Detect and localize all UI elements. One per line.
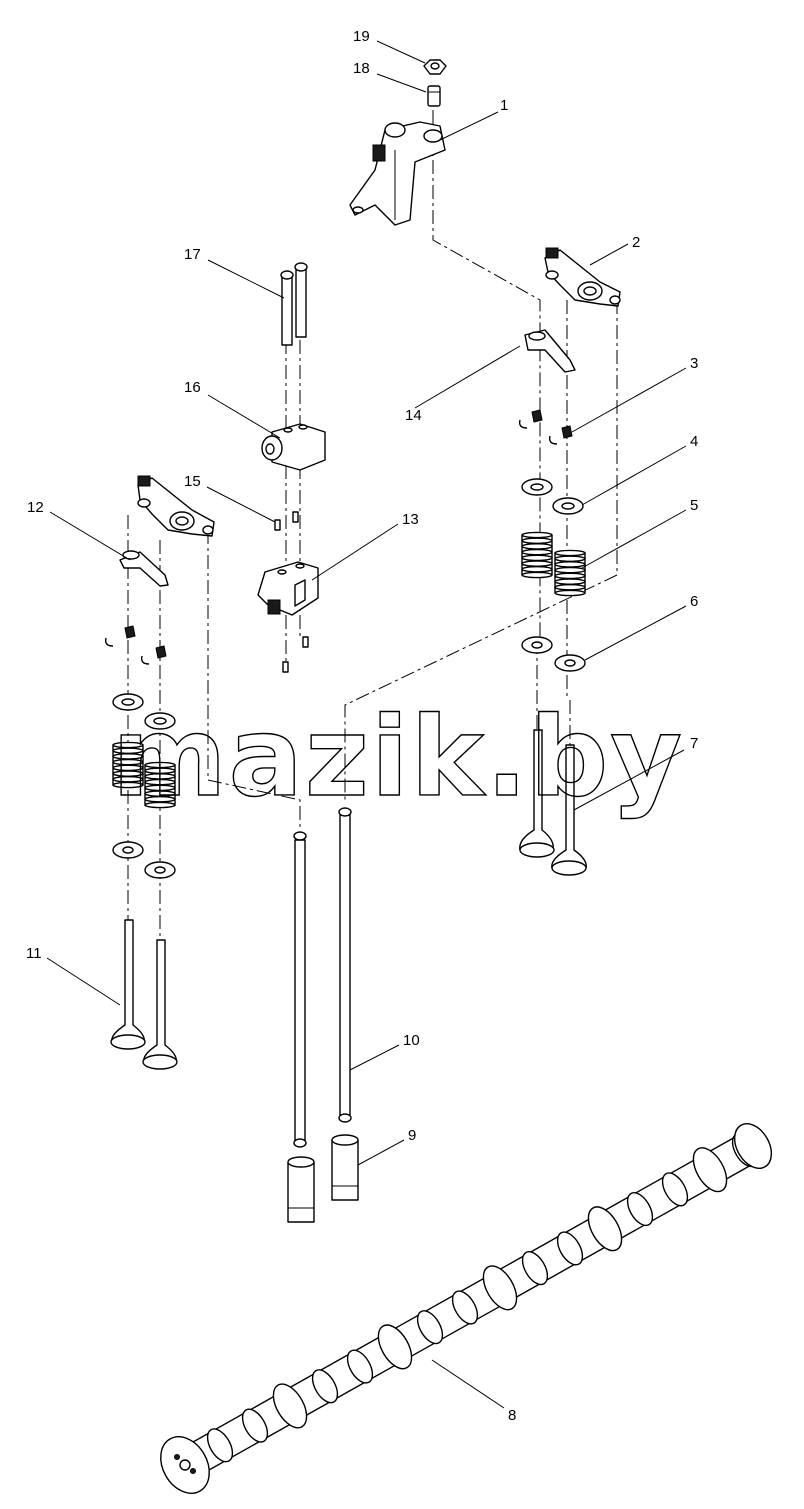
callout-13: 13 [402, 511, 419, 528]
watermark: mazik.by [112, 693, 684, 821]
part-9-tappets [287, 1134, 359, 1223]
camshaft-lobe [556, 1231, 584, 1266]
callout-12: 12 [27, 499, 44, 516]
part-17-bolts [280, 262, 308, 346]
callout-leaders [46, 40, 687, 1409]
callout-labels: 19 18 1 2 3 4 5 6 7 8 9 10 11 12 13 14 1… [26, 28, 698, 1424]
part-19-nut [423, 59, 447, 75]
callout-8: 8 [508, 1407, 516, 1424]
part-18-stud [427, 85, 441, 107]
callout-4: 4 [690, 433, 698, 450]
camshaft-lobe [311, 1369, 339, 1404]
camshaft-lobe [241, 1408, 269, 1443]
part-10-push-rods [293, 807, 352, 1148]
spring-coil-b [554, 549, 586, 597]
camshaft-journal [587, 1206, 623, 1252]
spring-coil-d [144, 761, 176, 809]
part-5-valve-spring-left [112, 741, 176, 809]
callout-14: 14 [405, 407, 422, 424]
callout-5: 5 [690, 497, 698, 514]
part-3-valve-keepers [518, 409, 573, 445]
callout-9: 9 [408, 1127, 416, 1144]
camshaft-lobe [451, 1290, 479, 1325]
part-1-bracket [349, 121, 446, 226]
part-2-rocker-arm [544, 247, 621, 307]
part-6-spring-washer-left [112, 841, 176, 879]
camshaft-lobe [661, 1172, 689, 1207]
callout-3: 3 [690, 355, 698, 372]
camshaft-lobe [416, 1310, 444, 1345]
callout-1: 1 [500, 97, 508, 114]
camshaft-lobe [346, 1349, 374, 1384]
callout-7: 7 [690, 735, 698, 752]
part-5-valve-spring [521, 531, 586, 597]
part-6-spring-washer [521, 636, 586, 672]
callout-2: 2 [632, 234, 640, 251]
part-11-valve-left [110, 919, 178, 1070]
camshaft-lobe [626, 1192, 654, 1227]
callout-17: 17 [184, 246, 201, 263]
spring-coil-a [521, 531, 553, 579]
part-3-valve-keepers-left [104, 625, 167, 665]
part-15-dowel-pins [274, 511, 309, 673]
callout-6: 6 [690, 593, 698, 610]
callout-18: 18 [353, 60, 370, 77]
part-13-rocker-stand [257, 561, 319, 616]
callout-10: 10 [403, 1032, 420, 1049]
camshaft-lobe [521, 1251, 549, 1286]
callout-11: 11 [26, 945, 42, 962]
part-7-valve [519, 729, 587, 876]
part-8-camshaft [160, 1123, 773, 1494]
callout-16: 16 [184, 379, 201, 396]
camshaft-lobe [206, 1428, 234, 1463]
part-12-rocker-arm-left [119, 475, 215, 587]
part-4-spring-retainer-left [112, 693, 176, 730]
camshaft-journal [272, 1383, 308, 1429]
camshaft-end-right [733, 1123, 773, 1169]
camshaft-journal [692, 1147, 728, 1193]
part-4-spring-retainer [521, 478, 584, 515]
part-14-valve-bridge [524, 329, 576, 373]
camshaft-end-flange [160, 1436, 210, 1494]
camshaft-journal [377, 1324, 413, 1370]
spring-coil-c [112, 741, 144, 789]
callout-15: 15 [184, 473, 201, 490]
camshaft-journal [482, 1265, 518, 1311]
part-16-shaft-support [261, 423, 326, 471]
callout-19: 19 [353, 28, 370, 45]
